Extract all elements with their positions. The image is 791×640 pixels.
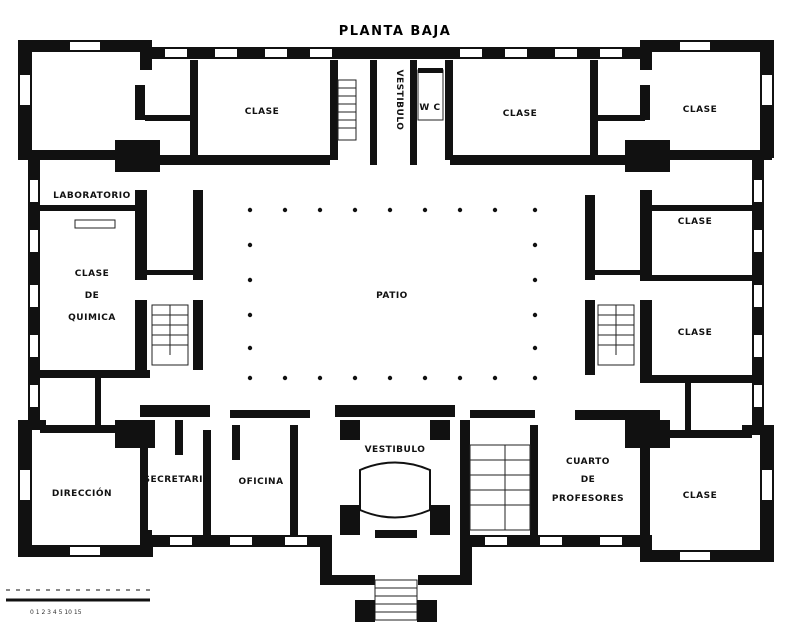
label-patio: PATIO [376,291,408,301]
label-cuarto-3: PROFESORES [552,494,624,504]
label-clase-top-mid: CLASE [503,109,537,119]
label-clase-quimica-3: QUIMICA [68,313,116,323]
label-clase-right-1: CLASE [678,217,712,227]
label-vestibulo-main: VESTIBULO [365,445,426,455]
label-direccion: DIRECCIÓN [52,487,112,499]
label-secretaria: SECRETARIA [144,475,211,485]
label-wc: W C [419,103,440,113]
label-cuarto-2: DE [581,475,596,485]
wc-fixtures [417,68,444,121]
room-labels: CLASE VESTIBULO W C CLASE CLASE LABORATO… [52,70,717,504]
patio-columns [247,207,538,381]
label-clase-right-2: CLASE [678,328,712,338]
label-clase-top-left: CLASE [245,107,279,117]
stairs [151,79,635,622]
label-laboratorio: LABORATORIO [53,191,131,201]
plan-title: PLANTA BAJA [339,24,452,39]
label-clase-quimica-1: CLASE [75,269,109,279]
windows [20,42,772,560]
scale-text: 0 1 2 3 4 5 10 15 [30,609,82,616]
lab-bench [74,219,116,229]
label-clase-bottom-right: CLASE [683,491,717,501]
label-cuarto-1: CUARTO [566,457,610,467]
label-vestibulo-top: VESTIBULO [394,70,404,131]
interior-walls [40,60,752,538]
label-oficina: OFICINA [238,477,283,487]
main-vestibule-walls [340,420,450,538]
label-clase-quimica-2: DE [85,291,100,301]
label-clase-top-right: CLASE [683,105,717,115]
scale-bar: 0 1 2 3 4 5 10 15 [6,589,150,616]
